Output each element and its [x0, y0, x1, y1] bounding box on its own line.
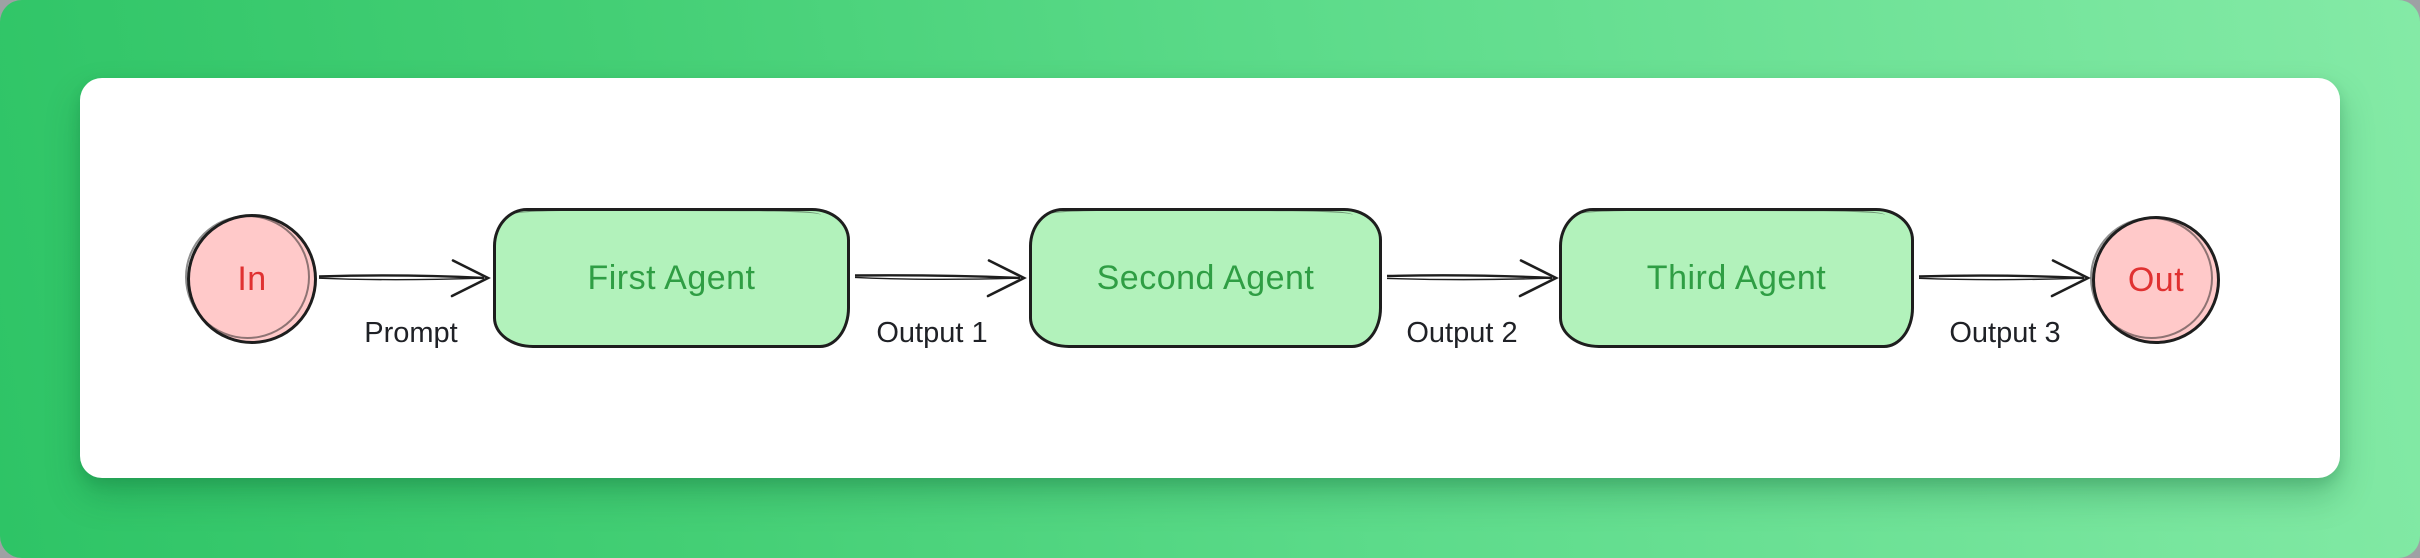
arrow-head [986, 259, 1027, 298]
arrow-third-agent-to-out [1918, 259, 2091, 298]
node-second-agent-label: Second Agent [1096, 258, 1315, 297]
arrow-line [318, 277, 482, 281]
arrow-first-to-second-agent [854, 259, 1027, 298]
arrow-line [1386, 277, 1550, 281]
node-out: Out [2090, 216, 2220, 344]
arrow-head [2050, 259, 2091, 298]
arrow-head [450, 259, 491, 298]
arrow-line [854, 274, 1021, 280]
arrow-line [1918, 274, 2085, 280]
edge-label-output-2: Output 2 [1406, 317, 1518, 349]
flowchart: In First Agent Second Agent Third Agent … [80, 78, 2340, 478]
edge-label-prompt: Prompt [364, 317, 458, 349]
arrow-in-to-first-agent [318, 259, 491, 298]
node-in: In [185, 214, 317, 344]
arrow-line [1918, 277, 2082, 281]
arrow-line [854, 276, 1018, 281]
node-first-agent-label: First Agent [587, 258, 756, 297]
arrow-line [1386, 274, 1553, 280]
node-third-agent-label: Third Agent [1646, 258, 1827, 297]
edge-label-output-3: Output 3 [1949, 317, 2061, 349]
arrow-head [1518, 259, 1559, 298]
node-third-agent: Third Agent [1559, 208, 1914, 348]
edge-label-output-1: Output 1 [876, 317, 988, 349]
node-second-agent: Second Agent [1029, 208, 1382, 348]
arrow-line [318, 274, 485, 280]
node-out-label: Out [2127, 260, 2185, 299]
arrow-second-to-third-agent [1386, 259, 1559, 298]
node-in-label: In [237, 259, 267, 298]
diagram-card: In First Agent Second Agent Third Agent … [80, 78, 2340, 478]
node-first-agent: First Agent [493, 208, 850, 348]
